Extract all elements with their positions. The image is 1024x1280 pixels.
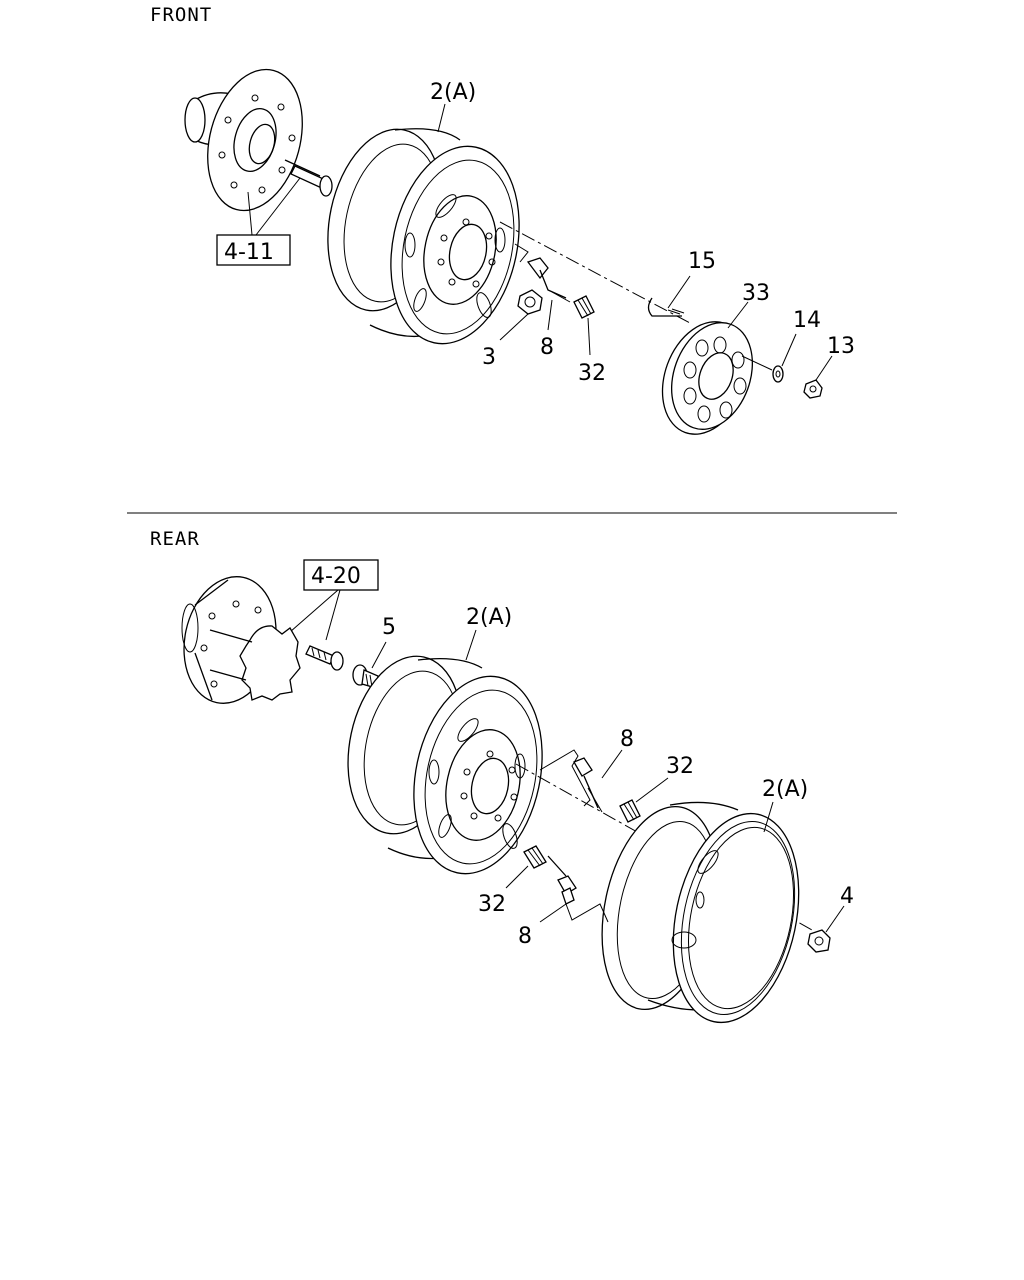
front-hub-stud bbox=[284, 159, 333, 197]
front-nut-13 bbox=[803, 379, 823, 399]
front-plate-callout: 33 bbox=[742, 281, 770, 306]
front-cap-callout: 32 bbox=[578, 361, 606, 386]
rear-nut-4 bbox=[807, 929, 831, 953]
rear-cap-lower-callout: 32 bbox=[478, 892, 506, 917]
front-plate-33 bbox=[661, 321, 754, 435]
front-washer-callout: 14 bbox=[793, 308, 821, 333]
front-ref-label: 4-11 bbox=[224, 240, 274, 265]
rear-nut4-callout: 4 bbox=[840, 884, 854, 909]
front-washer-14 bbox=[741, 355, 784, 383]
rear-outer-wheel-callout: 2(A) bbox=[762, 777, 808, 802]
rear-hub bbox=[181, 576, 301, 704]
front-valve-callout: 8 bbox=[540, 335, 554, 360]
front-bolt-callout: 15 bbox=[688, 249, 716, 274]
rear-cap-32-lower bbox=[523, 845, 547, 869]
front-hub bbox=[184, 68, 303, 212]
front-ref-box: 4-11 bbox=[216, 177, 301, 266]
rear-hub-stud bbox=[305, 645, 344, 671]
rear-valve-upper-callout: 8 bbox=[620, 727, 634, 752]
front-section-title: FRONT bbox=[150, 4, 212, 26]
rear-inner-wheel-callout: 2(A) bbox=[466, 605, 512, 630]
rear-inner-wheel bbox=[347, 655, 543, 875]
rear-ref-label: 4-20 bbox=[311, 564, 361, 589]
front-nut13-callout: 13 bbox=[827, 334, 855, 359]
rear-valve-8-upper bbox=[539, 749, 603, 813]
rear-valve-8-lower bbox=[547, 855, 609, 923]
rear-outer-wheel bbox=[601, 801, 800, 1024]
rear-cap-32-upper bbox=[619, 799, 641, 823]
rear-cap-upper-callout: 32 bbox=[666, 754, 694, 779]
front-nut-3 bbox=[517, 289, 543, 315]
rear-section-title: REAR bbox=[150, 528, 200, 550]
front-bolt-15 bbox=[647, 297, 685, 317]
rear-ref-box: 4-20 bbox=[289, 559, 379, 641]
rear-valve-lower-callout: 8 bbox=[518, 924, 532, 949]
rear-nut5-callout: 5 bbox=[382, 615, 396, 640]
front-cap-32 bbox=[573, 295, 595, 319]
front-valve-8 bbox=[514, 243, 571, 303]
front-nut-callout: 3 bbox=[482, 345, 496, 370]
front-wheel-callout: 2(A) bbox=[430, 80, 476, 105]
front-wheel bbox=[327, 128, 520, 345]
